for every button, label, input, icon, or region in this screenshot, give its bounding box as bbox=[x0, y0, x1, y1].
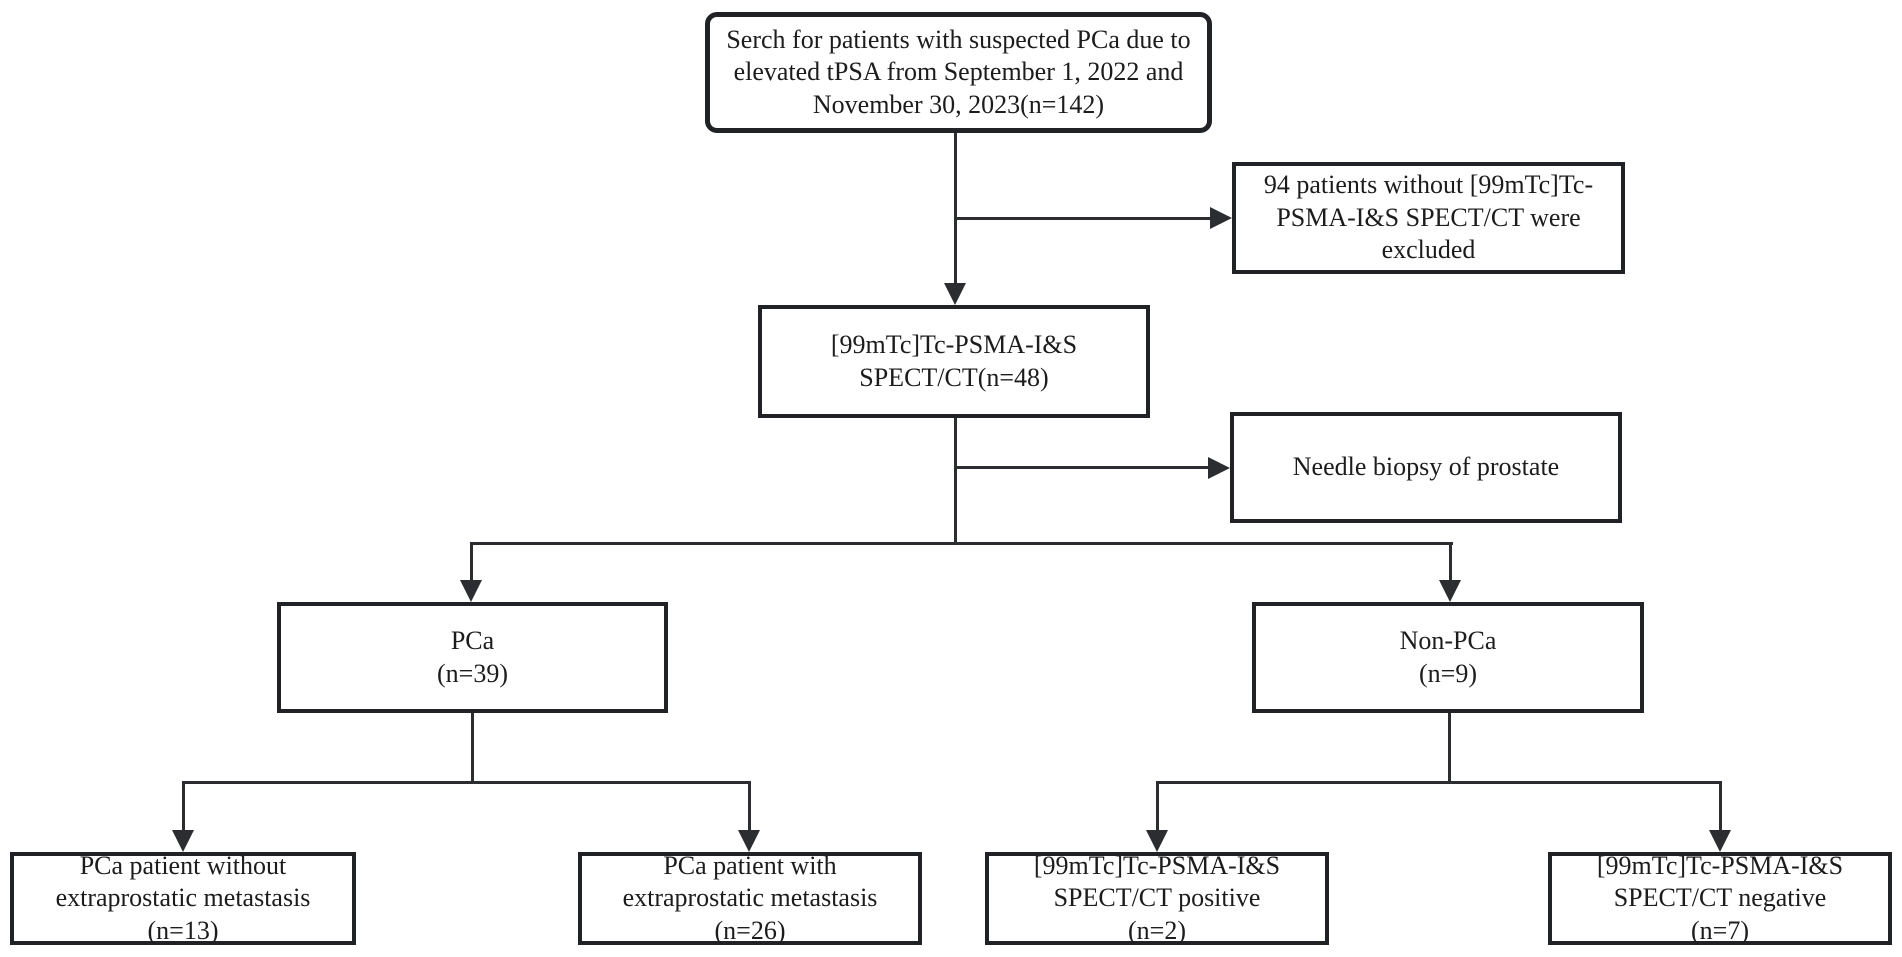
node-spect-ct: [99mTc]Tc-PSMA-I&S SPECT/CT(n=48) bbox=[758, 305, 1150, 418]
arrowhead-into-pca-with-icon bbox=[738, 830, 760, 852]
connector-branch-to-excluded-line bbox=[954, 217, 1212, 220]
connector-non-pca-subsplit-bar-line bbox=[1156, 781, 1722, 784]
node-spect-negative-text: [99mTc]Tc-PSMA-I&S SPECT/CT negative (n=… bbox=[1596, 850, 1844, 945]
connector-pca-to-subsplit-line bbox=[471, 713, 474, 784]
node-search-patients-text: Serch for patients with suspected PCa du… bbox=[726, 24, 1191, 119]
connector-drop-to-pca-with-line bbox=[748, 781, 751, 833]
arrowhead-into-biopsy-icon bbox=[1208, 457, 1230, 479]
arrowhead-into-spect-icon bbox=[944, 283, 966, 305]
node-non-pca-text: Non-PCa (n=9) bbox=[1399, 626, 1497, 688]
connector-search-to-spect-line bbox=[954, 133, 957, 289]
node-pca: PCa (n=39) bbox=[277, 602, 668, 713]
node-search-patients: Serch for patients with suspected PCa du… bbox=[705, 12, 1212, 133]
node-spect-ct-text: [99mTc]Tc-PSMA-I&S SPECT/CT(n=48) bbox=[830, 330, 1078, 392]
arrowhead-into-non-pca-icon bbox=[1439, 580, 1461, 602]
connector-branch-to-biopsy-line bbox=[954, 466, 1208, 469]
node-spect-positive: [99mTc]Tc-PSMA-I&S SPECT/CT positive (n=… bbox=[985, 850, 1329, 945]
arrowhead-into-pca-icon bbox=[460, 580, 482, 602]
node-needle-biopsy: Needle biopsy of prostate bbox=[1230, 412, 1622, 523]
connector-drop-to-pca-without-line bbox=[182, 781, 185, 833]
node-excluded-patients-text: 94 patients without [99mTc]Tc- PSMA-I&S … bbox=[1263, 170, 1594, 265]
connector-drop-to-pca-line bbox=[470, 542, 473, 586]
connector-non-pca-to-subsplit-line bbox=[1448, 713, 1451, 784]
node-needle-biopsy-text: Needle biopsy of prostate bbox=[1292, 452, 1560, 482]
node-pca-without-metastasis: PCa patient without extraprostatic metas… bbox=[10, 850, 356, 945]
node-spect-negative: [99mTc]Tc-PSMA-I&S SPECT/CT negative (n=… bbox=[1548, 850, 1892, 945]
node-spect-positive-text: [99mTc]Tc-PSMA-I&S SPECT/CT positive (n=… bbox=[1033, 850, 1281, 945]
node-excluded-patients: 94 patients without [99mTc]Tc- PSMA-I&S … bbox=[1232, 162, 1625, 274]
connector-drop-to-non-pca-line bbox=[1449, 542, 1452, 586]
node-pca-with-metastasis-text: PCa patient with extraprostatic metastas… bbox=[622, 850, 878, 945]
arrowhead-into-spect-negative-icon bbox=[1709, 830, 1731, 852]
node-pca-without-metastasis-text: PCa patient without extraprostatic metas… bbox=[55, 850, 311, 945]
node-non-pca: Non-PCa (n=9) bbox=[1252, 602, 1644, 713]
arrowhead-into-pca-without-icon bbox=[172, 830, 194, 852]
node-pca-with-metastasis: PCa patient with extraprostatic metastas… bbox=[578, 850, 922, 945]
connector-pca-subsplit-bar-line bbox=[182, 781, 751, 784]
arrowhead-into-excluded-icon bbox=[1210, 207, 1232, 229]
node-pca-text: PCa (n=39) bbox=[437, 626, 508, 688]
arrowhead-into-spect-positive-icon bbox=[1146, 830, 1168, 852]
connector-spect-to-split-line bbox=[954, 418, 957, 545]
connector-split-bar-line bbox=[470, 542, 1453, 545]
connector-drop-to-spect-negative-line bbox=[1719, 781, 1722, 833]
connector-drop-to-spect-positive-line bbox=[1156, 781, 1159, 833]
